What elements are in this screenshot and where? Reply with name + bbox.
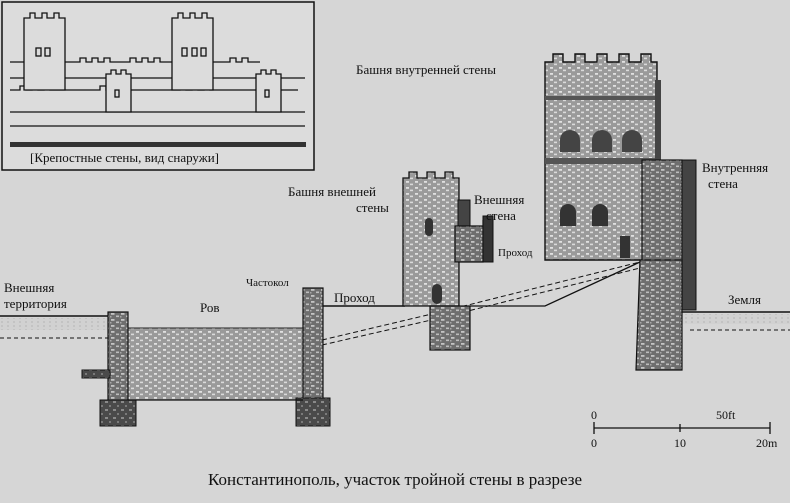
scale-bar — [593, 422, 771, 434]
label-outer-wall-line2: стена — [486, 208, 516, 223]
inset-ground-strip — [10, 142, 306, 147]
label-moat: Ров — [200, 300, 220, 315]
outer-wall — [454, 220, 484, 263]
label-passage-small: Проход — [498, 247, 533, 259]
inset-tall-tower-right — [171, 12, 214, 91]
scale-feet-label: 50ft — [716, 408, 736, 422]
moat — [81, 287, 331, 427]
scale-feet-zero: 0 — [591, 408, 597, 422]
label-palisade: Частокол — [246, 277, 289, 289]
inset-tall-tower-left — [23, 12, 66, 91]
label-ground: Земля — [728, 292, 761, 307]
label-passage: Проход — [334, 290, 375, 305]
inner-wall-tower — [544, 53, 697, 371]
inset-small-tower-right — [255, 69, 282, 113]
inset-caption: [Крепостные стены, вид снаружи] — [30, 150, 220, 165]
label-outside-line1: Внешняя — [4, 280, 55, 295]
scale-m-mid: 10 — [674, 436, 686, 450]
label-outer-tower-line2: стены — [356, 200, 389, 215]
label-outside-line2: территория — [4, 296, 67, 311]
label-inner-wall-line2: стена — [708, 176, 738, 191]
scale-m-zero: 0 — [591, 436, 597, 450]
outer-wall-tower — [402, 171, 494, 351]
figure-caption: Константинополь, участок тройной стены в… — [207, 470, 583, 489]
label-inner-tower: Башня внутренней стены — [356, 62, 496, 77]
inset-small-tower-left — [105, 69, 132, 113]
label-outer-tower-line1: Башня внешней — [288, 184, 376, 199]
label-outer-wall-line1: Внешняя — [474, 192, 525, 207]
scale-m-end: 20m — [756, 436, 778, 450]
label-inner-wall-line1: Внутренняя — [702, 160, 769, 175]
inset-exterior-view — [1, 1, 315, 171]
